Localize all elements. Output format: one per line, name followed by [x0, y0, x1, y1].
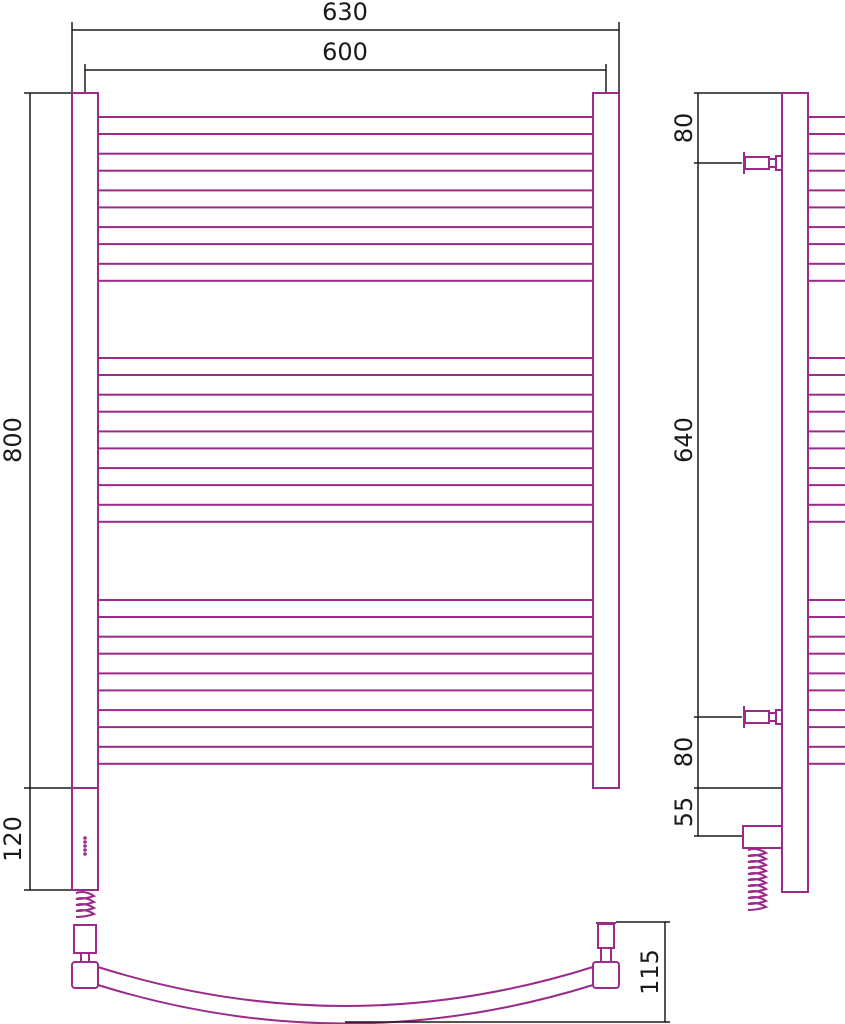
left-foot — [71, 961, 99, 989]
label-800: 800 — [0, 417, 27, 463]
rung — [97, 467, 594, 487]
rung — [97, 709, 594, 729]
dimension-630: 630 — [71, 0, 620, 93]
rung — [97, 116, 594, 135]
rung — [97, 430, 594, 450]
rung-side — [807, 503, 845, 523]
label-640: 640 — [670, 417, 698, 463]
rung-side — [807, 745, 845, 765]
rung-side — [807, 357, 845, 376]
label-80-bottom: 80 — [670, 737, 698, 768]
side-view: 80 640 80 55 — [670, 92, 845, 911]
rung — [97, 357, 594, 376]
heater-box — [742, 825, 783, 849]
rung-side — [807, 635, 845, 655]
left-post — [71, 92, 99, 891]
heater-indicator-icon — [83, 836, 87, 856]
rung-side — [807, 152, 845, 172]
rung — [97, 745, 594, 765]
side-cable-spiral-icon — [747, 848, 769, 911]
rung-side — [807, 116, 845, 135]
label-120: 120 — [0, 816, 27, 862]
right-post — [592, 92, 620, 789]
label-630: 630 — [322, 0, 368, 26]
bottom-view: 115 — [71, 921, 670, 1024]
dimension-600: 600 — [84, 38, 607, 93]
side-post — [781, 92, 809, 893]
rung — [97, 672, 594, 692]
rung-side — [807, 709, 845, 729]
wall-bracket-bottom — [743, 706, 783, 728]
rungs — [97, 116, 594, 765]
rung-side — [807, 262, 845, 282]
label-600: 600 — [322, 38, 368, 66]
cable-spiral-icon — [75, 891, 97, 918]
wall-bracket-top — [743, 152, 783, 174]
label-55: 55 — [670, 797, 698, 828]
rung-side — [807, 672, 845, 692]
rung-side — [807, 467, 845, 487]
right-foot — [592, 961, 620, 989]
rung-side — [807, 189, 845, 209]
rung — [97, 503, 594, 523]
rung — [97, 262, 594, 282]
rung — [97, 189, 594, 209]
rung — [97, 393, 594, 413]
dimension-800: 800 120 — [0, 92, 72, 891]
rung — [97, 226, 594, 246]
rung — [97, 152, 594, 172]
label-80-top: 80 — [670, 113, 698, 144]
rung-side — [807, 430, 845, 450]
rung — [97, 635, 594, 655]
label-115: 115 — [636, 949, 664, 995]
rung — [97, 599, 594, 618]
rung-side — [807, 226, 845, 246]
rung-side — [807, 393, 845, 413]
rung-side — [807, 599, 845, 618]
